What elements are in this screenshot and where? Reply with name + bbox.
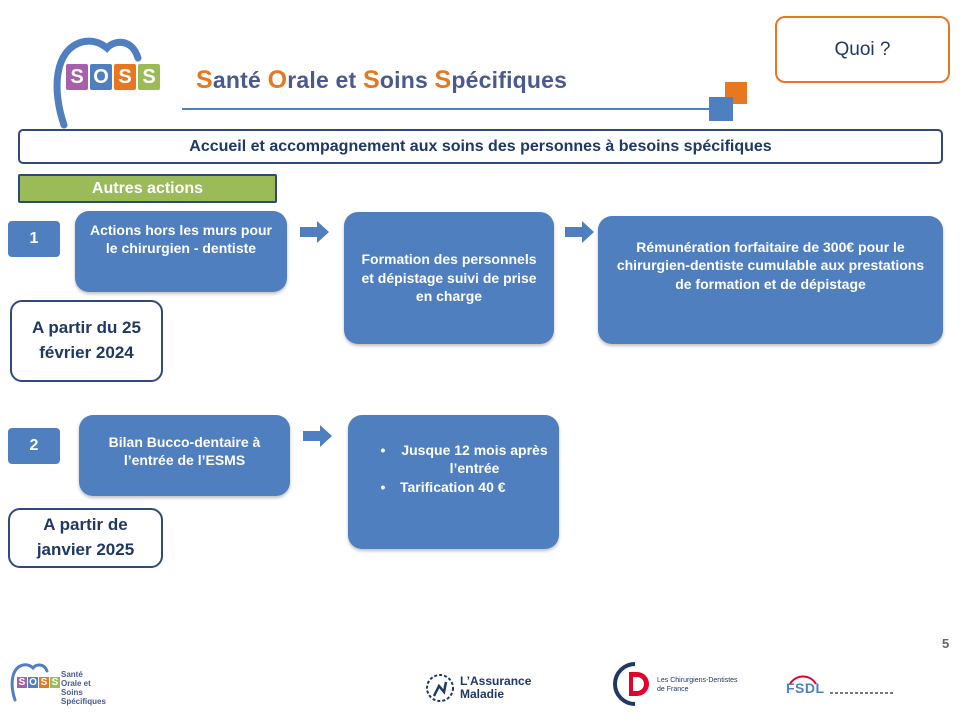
formation-box: Formation des personnels et dépistage su… xyxy=(344,212,554,344)
row-number-1: 1 xyxy=(8,221,60,257)
section-label: Autres actions xyxy=(18,174,277,203)
bilan-bullet-list: •Jusque 12 mois après l’entrée •Tarifica… xyxy=(366,441,549,496)
bullet-dot: • xyxy=(380,478,386,495)
bilan-details-box: •Jusque 12 mois après l’entrée •Tarifica… xyxy=(348,415,559,549)
subtitle-banner: Accueil et accompagnement aux soins des … xyxy=(18,129,943,164)
bullet-dot: • xyxy=(380,442,386,458)
page-title: Santé Orale et Soins Spécifiques xyxy=(196,66,568,94)
cdf-d-icon xyxy=(613,662,649,706)
fsdl-logo: FSDL xyxy=(786,672,896,702)
arrow-right-icon xyxy=(565,221,594,243)
start-date-2: A partir de janvier 2025 xyxy=(8,508,163,568)
fsdl-arc-icon xyxy=(789,675,817,685)
list-item: •Jusque 12 mois après l’entrée xyxy=(366,441,549,478)
arrow-right-icon xyxy=(303,425,332,447)
soss-logo: S O S S xyxy=(66,64,160,90)
remuneration-box: Rémunération forfaitaire de 300€ pour le… xyxy=(598,216,943,344)
action-box-1: Actions hors les murs pour le chirurgien… xyxy=(75,211,287,292)
soss-logo-arc xyxy=(53,37,142,129)
arrow-right-icon xyxy=(300,221,329,243)
soss-letters-small: S O S S xyxy=(17,677,60,688)
list-item: •Tarification 40 € xyxy=(366,478,549,496)
fsdl-tagline-line xyxy=(830,692,894,694)
logo-letter: S xyxy=(138,64,160,90)
quoi-box: Quoi ? xyxy=(775,16,950,83)
start-date-1: A partir du 25 février 2024 xyxy=(10,300,163,382)
page-number: 5 xyxy=(942,636,950,651)
decor-square-blue xyxy=(709,97,733,121)
assurance-maladie-icon xyxy=(426,674,454,702)
action-box-2: Bilan Bucco-dentaire à l’entrée de l’ESM… xyxy=(79,415,290,496)
logo-letter: S xyxy=(66,64,88,90)
logo-letter: O xyxy=(90,64,112,90)
fsdl-text: FSDL xyxy=(786,680,825,696)
logo-letter: S xyxy=(114,64,136,90)
title-underline xyxy=(182,108,710,110)
soss-logo-arc-small xyxy=(10,663,49,702)
row-number-2: 2 xyxy=(8,428,60,464)
